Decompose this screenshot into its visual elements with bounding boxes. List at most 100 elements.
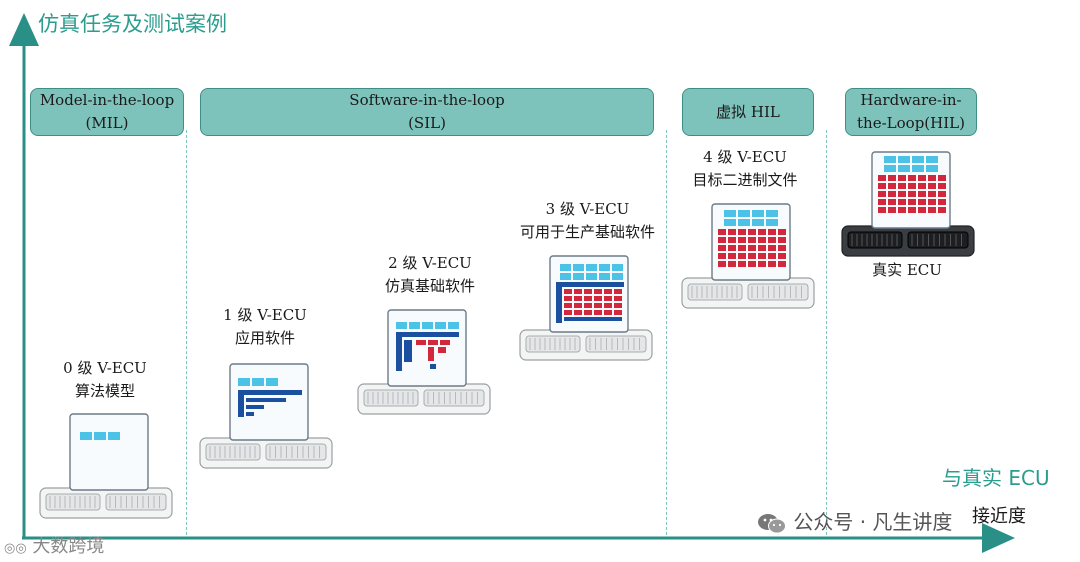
screen-block-red [738,229,746,235]
phase-sil-line1: Software-in-the-loop [349,91,505,109]
screen-block-red [928,199,936,205]
screen-block-red [778,261,786,267]
screen-block-red [604,296,612,301]
screen-block-red [748,245,756,251]
screen-block-red [718,261,726,267]
screen-block-red [768,261,776,267]
screen-block-light-blue [612,273,623,280]
screen-block-light-blue [80,432,92,440]
screen-block-dark-blue [430,364,436,369]
screen-block-red [718,229,726,235]
screen-block-red [738,261,746,267]
screen-block-red [908,191,916,197]
screen-block-light-blue [599,273,610,280]
ecu-connector [525,335,581,353]
screen-block-red [748,229,756,235]
phase-mil-line2: (MIL) [85,114,129,132]
screen-block-light-blue [252,378,264,386]
screen-block-red [928,183,936,189]
separator-vhil-hil [826,130,827,535]
real-ecu-label: 真实 ECU [852,259,962,282]
screen-block-red [898,199,906,205]
screen-block-red [888,199,896,205]
screen-block-light-blue [573,273,584,280]
real-ecu-illustration [841,151,975,257]
level4-ecu-illustration [681,203,815,309]
level4-label: 4 级 V-ECU 目标二进制文件 [675,146,815,192]
level1-title: 1 级 V-ECU [223,306,307,324]
screen-block-light-blue [599,264,610,271]
screen-block-red [918,191,926,197]
screen-block-light-blue [884,165,896,172]
screen-block-red [728,245,736,251]
screen-block-red [614,303,622,308]
screen-block-light-blue [912,165,924,172]
screen-block-dark-blue [246,412,254,416]
screen-block-light-blue [396,322,407,329]
screen-block-light-blue [926,165,938,172]
screen-block-red [594,310,602,315]
screen-block-red [888,207,896,213]
screen-block-red [748,253,756,259]
screen-block-red [758,261,766,267]
screen-block-red [758,237,766,243]
level1-label: 1 级 V-ECU 应用软件 [200,304,330,350]
screen-block-dark-blue [246,405,264,409]
screen-block-red [728,237,736,243]
screen-block-red [614,310,622,315]
screen-block-red [938,175,946,181]
screen-block-red [614,296,622,301]
phase-sil: Software-in-the-loop (SIL) [200,88,654,136]
screen-block-red [718,237,726,243]
phase-sil-line2: (SIL) [408,114,446,132]
screen-block-red [878,191,886,197]
ecu-connector [45,493,101,511]
level1-subtitle: 应用软件 [234,329,295,347]
screen-block-red [564,310,572,315]
screen-block-red [898,191,906,197]
screen-block-red [738,253,746,259]
screen-block-red [604,310,612,315]
screen-block-light-blue [724,210,736,217]
screen-block-red [768,229,776,235]
level4-subtitle: 目标二进制文件 [692,171,798,189]
level3-label: 3 级 V-ECU 可用于生产基础软件 [500,198,675,244]
screen-block-light-blue [752,219,764,226]
screen-block-dark-blue [238,390,302,395]
screen-block-red [614,289,622,294]
screen-block-red [908,183,916,189]
screen-block-red [878,207,886,213]
ecu-connector [847,231,903,249]
screen-block-light-blue [435,322,446,329]
screen-block-light-blue [560,264,571,271]
screen-block-red [738,237,746,243]
screen-block-red [768,237,776,243]
phase-hil: Hardware-in- the-Loop(HIL) [845,88,977,136]
screen-block-red [564,303,572,308]
screen-block-light-blue [926,156,938,163]
screen-block-red [888,183,896,189]
screen-block-dark-blue [404,340,412,362]
ecu-screen [387,309,467,387]
screen-block-red [778,229,786,235]
screen-block-red [778,245,786,251]
screen-block-red [898,183,906,189]
level2-title: 2 级 V-ECU [388,254,472,272]
screen-block-red [928,191,936,197]
phase-hil-line2: the-Loop(HIL) [857,114,965,132]
ecu-connector [205,443,261,461]
screen-block-red [718,245,726,251]
screen-block-light-blue [409,322,420,329]
level1-ecu-illustration [199,363,333,469]
level0-title: 0 级 V-ECU [63,359,147,377]
screen-block-red [898,175,906,181]
screen-block-light-blue [448,322,459,329]
x-axis-title-line2: 接近度 [972,506,1026,527]
watermark-left-icon: ◎◎ [4,541,27,556]
screen-block-red [564,289,572,294]
screen-block-light-blue [752,210,764,217]
screen-block-light-blue [612,264,623,271]
screen-block-red [908,175,916,181]
screen-block-dark-blue [246,398,286,402]
screen-block-red [728,253,736,259]
